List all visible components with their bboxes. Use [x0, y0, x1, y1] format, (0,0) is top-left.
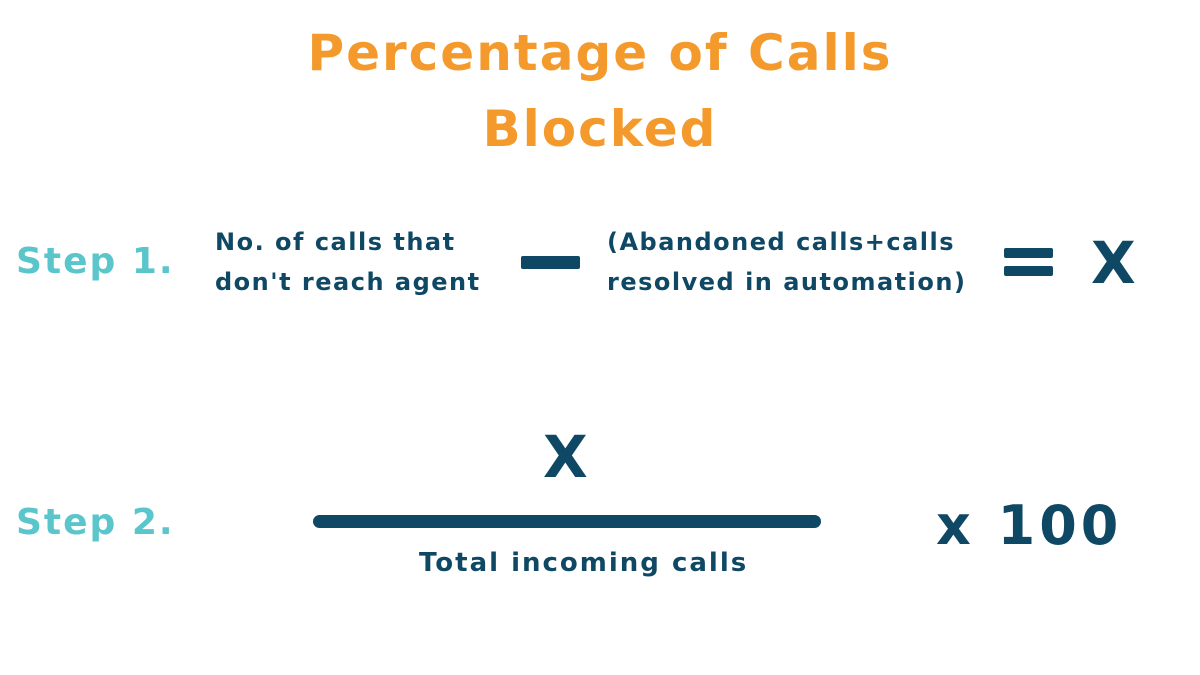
- step-2-label: Step 2.: [16, 502, 175, 543]
- term-calls-not-reaching-agent: No. of calls that don't reach agent: [215, 222, 481, 302]
- fraction-numerator: X: [543, 423, 588, 491]
- term-a-line-2: don't reach agent: [215, 268, 481, 296]
- step-1-label: Step 1.: [16, 241, 175, 282]
- page-title-line-2: Blocked: [482, 100, 718, 158]
- page-title: Percentage of Calls: [307, 24, 893, 82]
- term-abandoned-and-automated-calls: (Abandoned calls+calls resolved in autom…: [607, 222, 966, 302]
- fraction-bar: [313, 515, 821, 528]
- term-b-line-1: (Abandoned calls+calls: [607, 228, 955, 256]
- equals-operator-bottom-bar: [1004, 266, 1053, 276]
- equals-operator-top-bar: [1004, 248, 1053, 258]
- fraction-denominator: Total incoming calls: [419, 548, 749, 578]
- multiplier: x 100: [936, 494, 1123, 557]
- minus-operator: [521, 256, 580, 269]
- step-1-result: X: [1091, 229, 1136, 297]
- term-a-line-1: No. of calls that: [215, 228, 456, 256]
- term-b-line-2: resolved in automation): [607, 268, 967, 296]
